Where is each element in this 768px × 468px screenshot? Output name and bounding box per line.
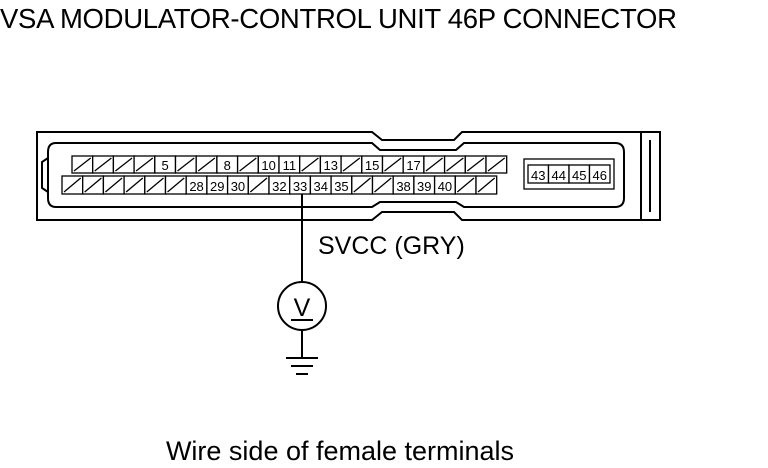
terminal-number: 10: [261, 158, 275, 173]
page-title: VSA MODULATOR-CONTROL UNIT 46P CONNECTOR: [0, 3, 677, 34]
terminal-8: 8: [216, 155, 239, 174]
terminal-33: 33: [289, 175, 312, 195]
terminal-number: 13: [324, 158, 338, 173]
terminal-13: 13: [319, 155, 342, 174]
terminal-empty: [464, 155, 487, 174]
terminal-number: 40: [438, 179, 452, 194]
terminal-row-top: 5 8 10 11 13 15 17: [71, 155, 508, 174]
terminal-number: 15: [365, 158, 379, 173]
terminal-empty: [371, 175, 394, 195]
terminal-empty: [381, 155, 404, 174]
terminal-29: 29: [206, 175, 229, 195]
terminal-28: 28: [185, 175, 208, 195]
terminal-30: 30: [226, 175, 249, 195]
terminal-number: 11: [283, 158, 297, 173]
terminal-5: 5: [154, 155, 177, 174]
voltmeter-label: V: [294, 294, 311, 322]
terminal-number: 28: [189, 179, 203, 194]
terminal-empty: [485, 155, 508, 174]
terminal-empty: [112, 155, 135, 174]
connector-left-nub: [41, 157, 49, 193]
terminal-10: 10: [257, 155, 280, 174]
terminal-empty: [144, 175, 167, 195]
connector-latch: [641, 131, 661, 221]
connector-inner-outline: [47, 142, 625, 208]
terminal-empty: [475, 175, 498, 195]
terminal-empty: [92, 155, 115, 174]
terminal-34: 34: [309, 175, 332, 195]
terminal-46: 46: [588, 164, 611, 184]
terminal-number: 44: [552, 168, 566, 183]
terminal-empty: [82, 175, 105, 195]
terminal-number: 5: [162, 158, 169, 173]
terminal-block-right: 43 44 45 46: [523, 158, 615, 190]
caption: Wire side of female terminals: [165, 436, 515, 466]
terminal-number: 8: [224, 158, 231, 173]
terminal-empty: [299, 155, 322, 174]
terminal-empty: [351, 175, 374, 195]
terminal-number: 35: [334, 179, 348, 194]
terminal-empty: [133, 155, 156, 174]
terminal-empty: [423, 155, 446, 174]
terminal-block-outline: [523, 158, 615, 190]
terminal-39: 39: [413, 175, 436, 195]
terminal-11: 11: [278, 155, 301, 174]
terminal-empty: [102, 175, 125, 195]
terminal-number: 17: [406, 158, 420, 173]
terminal-empty: [236, 155, 259, 174]
terminal-38: 38: [392, 175, 415, 195]
terminal-43: 43: [527, 164, 550, 184]
terminal-45: 45: [568, 164, 591, 184]
terminal-empty: [443, 155, 466, 174]
terminal-empty: [71, 155, 94, 174]
terminal-number: 46: [593, 168, 607, 183]
terminal-number: 39: [417, 179, 431, 194]
terminal-row-bottom: 28 29 30 32 33 34 35 38 39 40: [61, 175, 498, 195]
terminal-number: 33: [293, 179, 307, 194]
wire-label: SVCC (GRY): [318, 232, 465, 260]
terminal-15: 15: [361, 155, 384, 174]
voltmeter-icon: V: [277, 281, 327, 331]
terminal-number: 38: [396, 179, 410, 194]
terminal-number: 45: [572, 168, 586, 183]
ground-icon: [286, 330, 318, 375]
terminal-40: 40: [433, 175, 456, 195]
terminal-empty: [195, 155, 218, 174]
terminal-44: 44: [547, 164, 570, 184]
terminal-number: 34: [314, 179, 328, 194]
terminal-number: 29: [210, 179, 224, 194]
terminal-empty: [164, 175, 187, 195]
terminal-number: 43: [531, 168, 545, 183]
terminal-35: 35: [330, 175, 353, 195]
terminal-empty: [340, 155, 363, 174]
terminal-number: 30: [231, 179, 245, 194]
terminal-empty: [454, 175, 477, 195]
terminal-empty: [174, 155, 197, 174]
terminal-32: 32: [268, 175, 291, 195]
terminal-empty: [247, 175, 270, 195]
terminal-empty: [61, 175, 84, 195]
terminal-empty: [123, 175, 146, 195]
terminal-number: 32: [272, 179, 286, 194]
terminal-17: 17: [402, 155, 425, 174]
